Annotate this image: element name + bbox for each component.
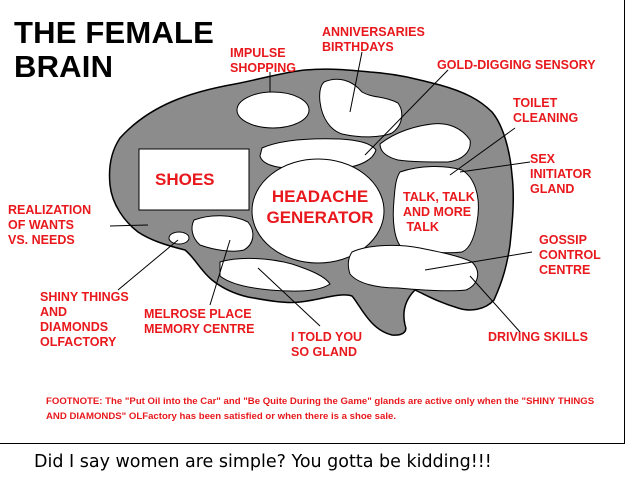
title-line2: BRAIN (14, 49, 114, 84)
label-gossip-control-centre: GOSSIP CONTROL CENTRE (539, 233, 601, 277)
label-sex-initiator-gland: SEX INITIATOR GLAND (530, 152, 592, 196)
label-realization-of-wants: REALIZATION OF WANTS VS. NEEDS (8, 203, 92, 247)
title-line1: THE FEMALE (14, 15, 215, 50)
image-frame (0, 0, 625, 444)
region-talk-bg (392, 166, 479, 254)
label-driving-skills: DRIVING SKILLS (488, 330, 589, 344)
caption: Did I say women are simple? You gotta be… (34, 452, 492, 472)
region-anniversaries (319, 78, 403, 138)
label-impulse-shopping: IMPULSE SHOPPING (230, 46, 296, 75)
label-gold-digging-sensory: GOLD-DIGGING SENSORY (437, 58, 596, 72)
region-gossip (347, 244, 479, 292)
region-melrose (191, 215, 254, 252)
label-shiny-things: SHINY THINGS AND DIAMONDS OLFACTORY (40, 290, 129, 349)
region-shoes-label: SHOES (155, 170, 215, 189)
label-anniversaries-birthdays: ANNIVERSARIES BIRTHDAYS (322, 25, 425, 54)
region-talk-label: TALK, TALK AND MORE TALK (403, 190, 475, 234)
region-told-you (219, 257, 331, 292)
region-shoes-bg (138, 148, 250, 211)
region-realization (168, 231, 190, 245)
footnote: FOOTNOTE: The "Put Oil into the Car" and… (46, 396, 595, 422)
page-title: THE FEMALE BRAIN (14, 16, 214, 84)
label-toilet-cleaning: TOILET CLEANING (513, 96, 579, 125)
region-upper-right (379, 123, 471, 163)
region-impulse (236, 91, 310, 129)
region-headache-bg (251, 158, 385, 264)
label-melrose-place: MELROSE PLACE MEMORY CENTRE (144, 307, 255, 336)
region-headache-label: HEADACHE GENERATOR (266, 187, 374, 227)
label-i-told-you-so: I TOLD YOU SO GLAND (291, 330, 363, 359)
